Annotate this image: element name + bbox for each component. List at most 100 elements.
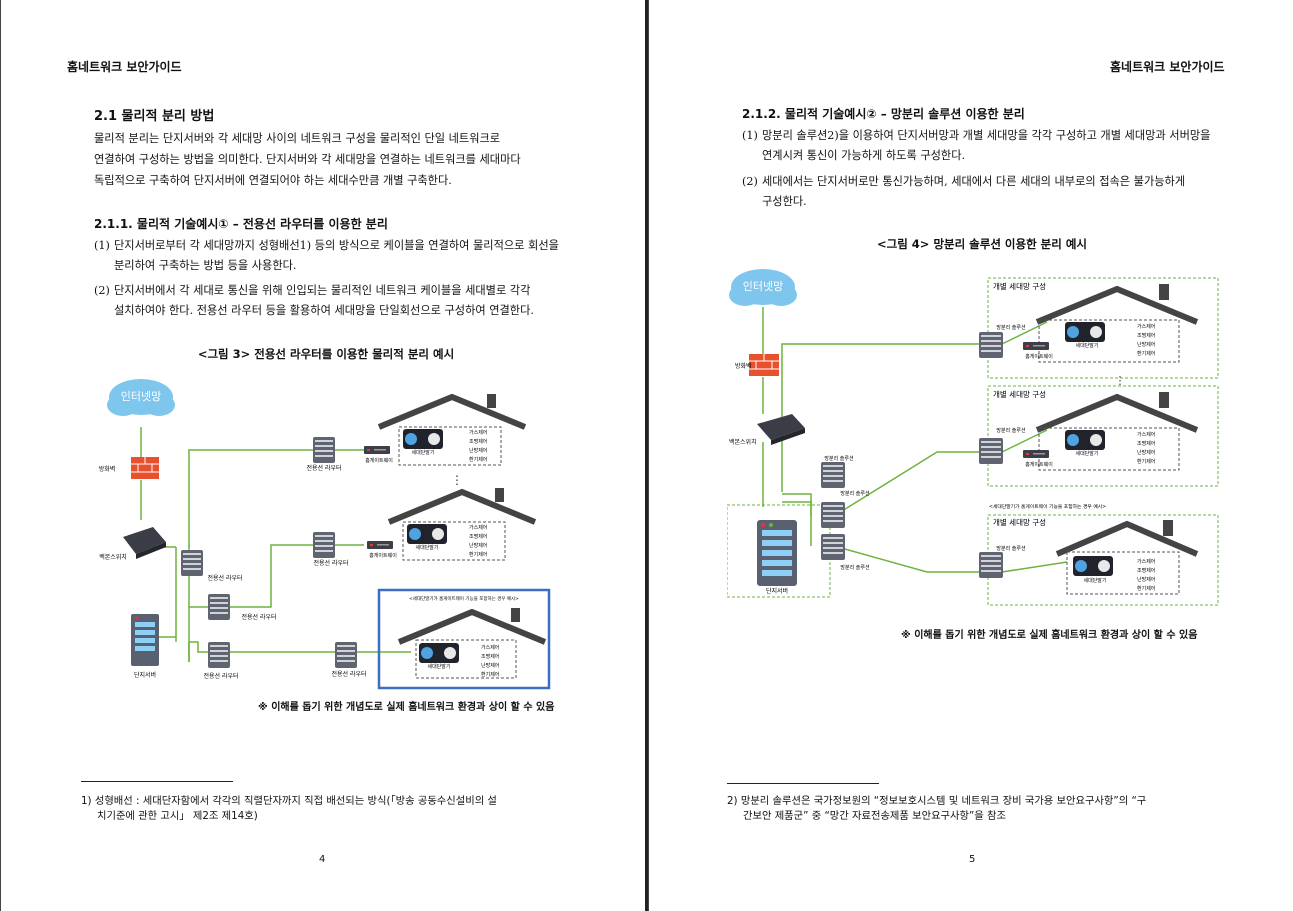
footnote-divider (727, 783, 879, 784)
item-line: 세대에서는 단지서버로만 통신가능하며, 세대에서 다른 세대의 내부로의 접속… (762, 175, 1186, 188)
control-label: 환기제어 (469, 551, 487, 558)
control-label: 조명제어 (1137, 440, 1155, 447)
wallpad-icon (1073, 556, 1113, 576)
control-label: 난방제어 (481, 662, 499, 669)
gateway-label: 홈게이트웨이 (1025, 353, 1053, 360)
item-line: 연계시켜 통신이 가능하게 하도록 구성한다. (762, 149, 966, 162)
backbone-label: 백본스위치 (729, 438, 757, 446)
figure-caption: <그림 4> 망분리 솔루션 이용한 분리 예시 (877, 237, 1087, 251)
svg-text:⋮: ⋮ (1115, 374, 1126, 387)
figure-note: ※ 이해를 돕기 위한 개념도로 실제 홈네트워크 환경과 상이 할 수 있음 (901, 630, 1198, 641)
running-header: 홈네트워크 보안가이드 (67, 60, 182, 74)
cloud-label: 인터넷망 (743, 280, 783, 293)
item-line: 구성한다. (762, 195, 807, 208)
svg-text:⋮: ⋮ (451, 473, 463, 487)
control-label: 환기제어 (1137, 350, 1155, 357)
house-icon (387, 488, 537, 525)
subsection-title: 2.1.1. 물리적 기술예시① – 전용선 라우터를 이용한 분리 (94, 217, 388, 231)
network-separation-icon (821, 502, 845, 528)
control-label: 환기제어 (469, 456, 487, 463)
footnote-line: 치기준에 관한 고시」 제2조 제14호) (97, 810, 258, 822)
router-icon (313, 437, 335, 463)
home-gateway-icon (1023, 450, 1049, 458)
figure-caption: <그림 3> 전용선 라우터를 이용한 물리적 분리 예시 (197, 347, 455, 361)
subsection-title: 2.1.2. 물리적 기술예시② – 망분리 솔루션 이용한 분리 (742, 107, 1025, 121)
item-line: 망분리 솔루션2)을 이용하여 단지서버망과 개별 세대망을 각각 구성하고 개… (762, 129, 1211, 142)
router-icon (313, 532, 335, 558)
solution-label: 망분리 솔루션 (996, 545, 1026, 552)
page-4: 홈네트워크 보안가이드 2.1 물리적 분리 방법 물리적 분리는 단지서버와 … (0, 0, 581, 911)
item-line: 단지서버로부터 각 세대망까지 성형배선1) 등의 방식으로 케이블을 연결하여… (114, 239, 559, 252)
gateway-label: 홈게이트웨이 (365, 457, 393, 464)
control-label: 가스제어 (1137, 323, 1155, 330)
firewall-icon (131, 457, 159, 479)
server-label: 단지서버 (134, 671, 156, 679)
control-label: 난방제어 (1137, 341, 1155, 348)
home-gateway-icon (1023, 342, 1049, 350)
house-icon (377, 393, 527, 430)
control-label: 조명제어 (469, 438, 487, 445)
network-separation-icon (979, 552, 1003, 578)
footnote-line: 간보안 제품군” 중 “망간 자료전송제품 보안요구사항”을 참조 (743, 810, 1006, 822)
network-separation-icon (821, 534, 845, 560)
router-label: 전용선 라우터 (313, 559, 348, 567)
footnote: 1) 성형배선 : 세대단자함에서 각각의 직렬단자까지 직접 배선되는 방식(… (81, 794, 581, 824)
wallpad-icon (403, 429, 443, 449)
control-label: 난방제어 (1137, 449, 1155, 456)
footnote-divider (81, 781, 233, 782)
solution-label: 망분리 솔루션 (840, 564, 870, 571)
wallpad-label: 세대단말기 (1083, 577, 1106, 584)
firewall-label: 방화벽 (99, 465, 116, 473)
household-label: 개별 세대망 구성 (993, 517, 1046, 527)
wallpad-icon (419, 643, 459, 663)
control-label: 가스제어 (469, 429, 487, 436)
control-label: 환기제어 (1137, 458, 1155, 465)
figure-3-diagram: 인터넷망 방화벽 백본스위치 단지서버 전용선 라우터 (99, 379, 551, 690)
router-label: 전용선 라우터 (241, 613, 276, 621)
solution-label: 망분리 솔루션 (824, 455, 854, 462)
firewall-label: 방화벽 (735, 362, 752, 370)
list-item: (2) 단지서버에서 각 세대로 통신을 위해 인입되는 물리적인 네트워크 케… (94, 281, 576, 321)
complex-server-icon (131, 614, 159, 666)
network-separation-icon (979, 332, 1003, 358)
control-label: 난방제어 (469, 542, 487, 549)
house-icon (1035, 284, 1199, 325)
footnote-line: 1) 성형배선 : 세대단자함에서 각각의 직렬단자까지 직접 배선되는 방식(… (81, 795, 497, 807)
control-label: 가스제어 (481, 644, 499, 651)
control-label: 난방제어 (1137, 576, 1155, 583)
network-separation-icon (979, 438, 1003, 464)
router-label: 전용선 라우터 (207, 574, 242, 582)
home-gateway-icon (367, 541, 393, 549)
intro-line: 물리적 분리는 단지서버와 각 세대망 사이의 네트워크 구성을 물리적인 단일… (94, 132, 501, 145)
backbone-switch-icon (123, 527, 166, 559)
running-header: 홈네트워크 보안가이드 (1110, 60, 1225, 74)
solution-label: 망분리 솔루션 (840, 490, 870, 497)
item-number: (2) (94, 284, 110, 297)
house-icon (397, 608, 547, 645)
control-label: 조명제어 (481, 653, 499, 660)
router-label: 전용선 라우터 (306, 464, 341, 472)
backbone-switch-icon (757, 414, 805, 445)
router-icon (208, 642, 230, 668)
router-label: 전용선 라우터 (331, 670, 366, 678)
wallpad-icon (1065, 430, 1105, 450)
wallpad-label: 세대단말기 (1075, 342, 1098, 349)
household-label: 개별 세대망 구성 (993, 281, 1046, 291)
router-icon (335, 642, 357, 668)
control-label: 조명제어 (1137, 332, 1155, 339)
control-label: 환기제어 (481, 671, 499, 678)
section-title: 2.1 물리적 분리 방법 (94, 109, 215, 124)
list-item: (2) 세대에서는 단지서버로만 통신가능하며, 세대에서 다른 세대의 내부로… (742, 172, 1222, 212)
firewall-icon (749, 354, 779, 376)
list-item: (1) 단지서버로부터 각 세대망까지 성형배선1) 등의 방식으로 케이블을 … (94, 236, 576, 276)
list-item: (1) 망분리 솔루션2)을 이용하여 단지서버망과 개별 세대망을 각각 구성… (742, 126, 1222, 166)
router-icon (181, 550, 203, 576)
control-label: 가스제어 (1137, 558, 1155, 565)
figure-4-diagram: 인터넷망 방화벽 백본스위치 망분리 솔루션 (727, 269, 1219, 606)
page-divider (645, 0, 648, 911)
item-line: 분리하여 구축하는 방법 등을 사용한다. (114, 259, 297, 272)
wallpad-label: 세대단말기 (411, 449, 434, 456)
internet-cloud-icon (107, 379, 175, 416)
control-label: 난방제어 (469, 447, 487, 454)
control-label: 환기제어 (1137, 585, 1155, 592)
